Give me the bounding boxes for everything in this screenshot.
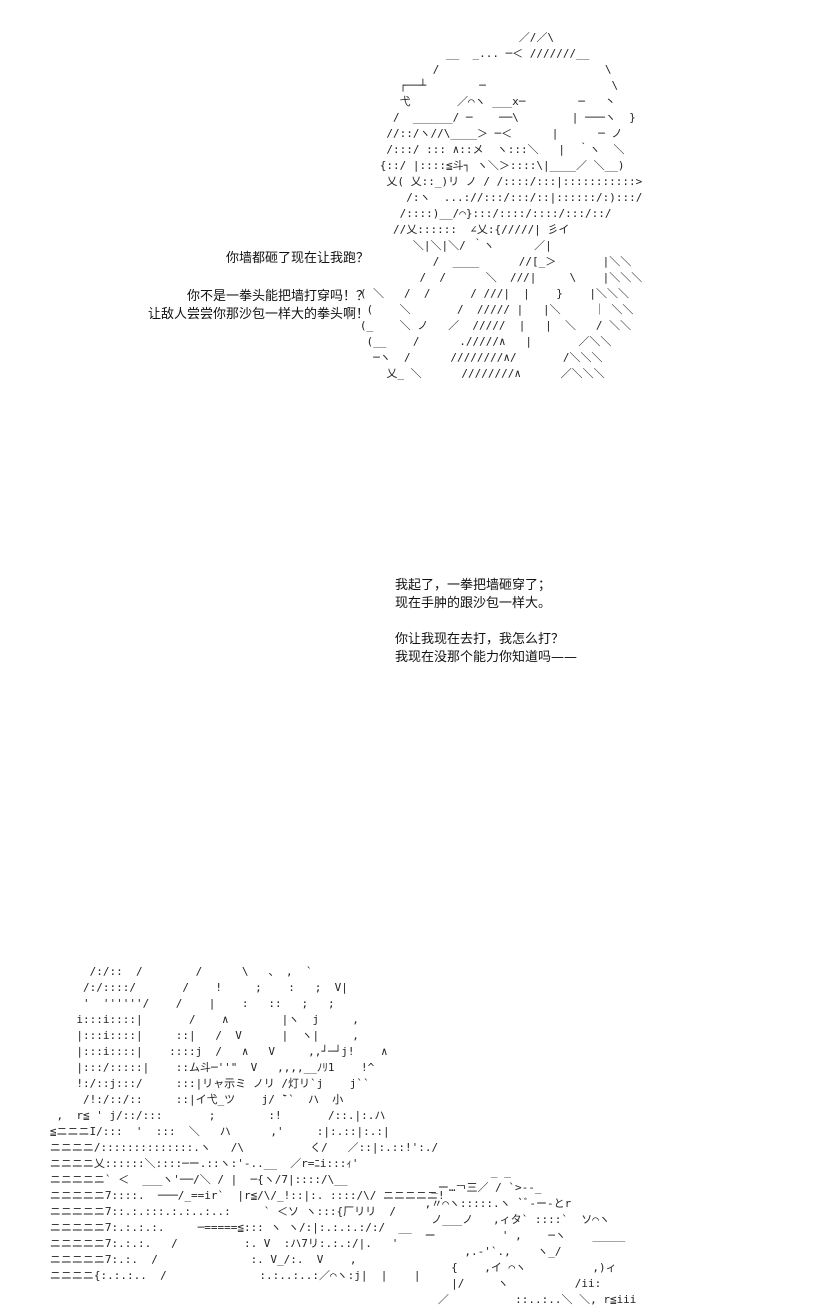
- speech-line: 你让我现在去打，我怎么打？: [395, 632, 565, 647]
- top-panel: ／/／\ __ _... ─＜ ///////__ / \ ┌──┴ ─ \ 弋…: [0, 0, 831, 480]
- bottom-panel: /:/:: / / \ 、 , ` /:/::::/ / ! ; : ; V| …: [0, 480, 831, 1306]
- ascii-art-sunglasses-character: ／/／\ __ _... ─＜ ///////__ / \ ┌──┴ ─ \ 弋…: [359, 31, 643, 380]
- speech-line: 我现在没那个能力你知道吗——: [395, 650, 578, 665]
- speech-line: 让敌人尝尝你那沙包一样大的拳头啊！: [147, 307, 369, 322]
- speech-line: 我起了，一拳把墙砸穿了；: [395, 578, 552, 593]
- speech-line: 现在手肿的跟沙包一样大。: [395, 596, 552, 611]
- ascii-art-sitting-character: /:/:: / / \ 、 , ` /:/::::/ / ! ; : ; V| …: [49, 965, 445, 1282]
- ascii-art-wall-rubble: _ _ _ー…￢三／ / `>‐-_ ,〃⌒ヽ:::::.ヽ `ﾞ‐ー-とr ノ…: [424, 1165, 637, 1306]
- speech-line: 你不是一拳头能把墙打穿吗！？: [186, 289, 369, 304]
- speech-line: 你墙都砸了现在让我跑？: [225, 251, 369, 266]
